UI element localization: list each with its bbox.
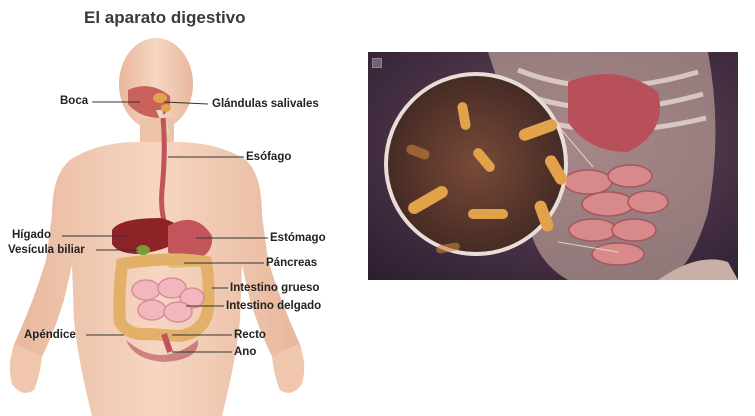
label-ano: Ano	[234, 346, 257, 358]
gut-bacteria-illustration	[368, 52, 738, 280]
label-boca: Boca	[60, 95, 89, 107]
label-vesicula-biliar: Vesícula biliar	[8, 244, 85, 256]
label-pancreas: Páncreas	[266, 257, 318, 269]
body-silhouette	[9, 38, 305, 416]
label-glandulas-salivales: Glándulas salivales	[212, 98, 319, 110]
page-title: El aparato digestivo	[84, 8, 246, 27]
liver	[112, 218, 186, 254]
bacteria-group	[406, 102, 567, 254]
leader-lines	[62, 101, 268, 353]
label-intestino-grueso: Intestino grueso	[230, 282, 320, 294]
label-apendice: Apéndice	[24, 329, 76, 341]
label-higado: Hígado	[12, 229, 51, 241]
label-recto: Recto	[234, 329, 266, 341]
corner-mark-icon	[372, 58, 382, 68]
label-intestino-delgado: Intestino delgado	[226, 300, 322, 312]
label-esofago: Esófago	[246, 151, 292, 163]
magnifier-lens	[384, 72, 568, 256]
digestive-system-illustration	[9, 38, 305, 416]
label-estomago: Estómago	[270, 232, 326, 244]
